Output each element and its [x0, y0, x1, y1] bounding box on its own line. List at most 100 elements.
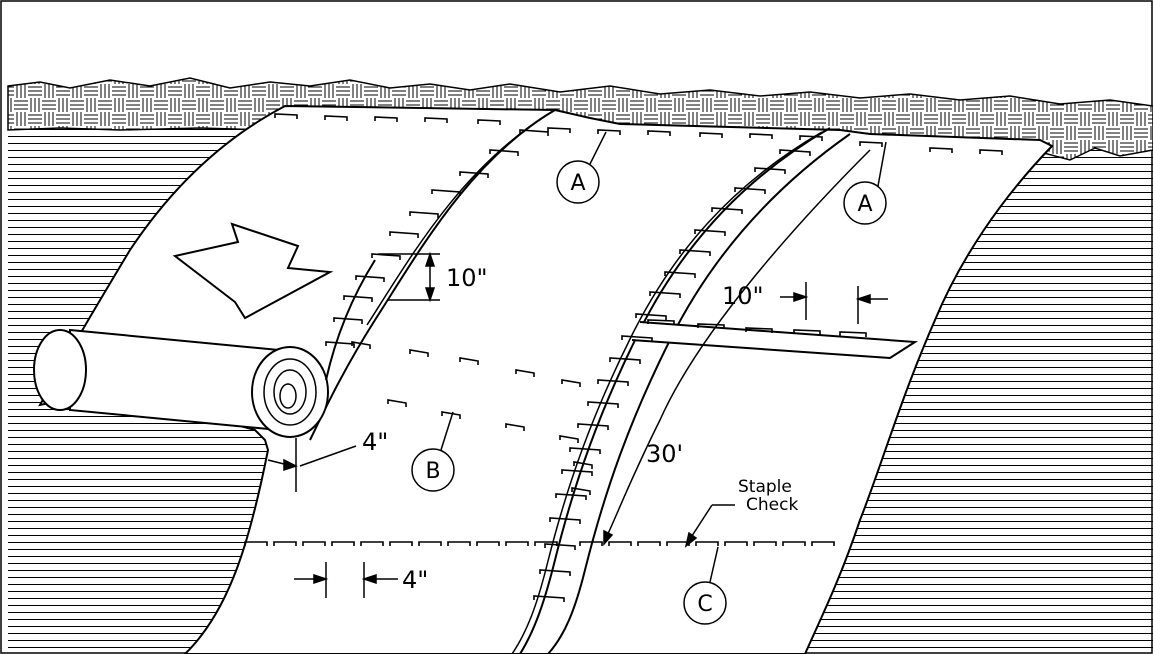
staple-mark	[753, 541, 777, 546]
staple-mark	[333, 317, 363, 324]
staple-mark	[389, 231, 419, 238]
staple-mark	[418, 541, 442, 546]
staple-mark	[647, 130, 671, 136]
staple-mark	[533, 595, 565, 602]
staple-mark	[477, 119, 501, 125]
staple-mark	[561, 379, 581, 387]
staple-mark	[608, 541, 632, 546]
direction-arrow	[172, 222, 334, 320]
staple-mark	[647, 319, 675, 325]
dim-10-vertical-label: 10"	[446, 264, 488, 292]
staple-mark	[409, 349, 429, 357]
staple-mark	[699, 132, 723, 138]
staple-mark	[695, 541, 719, 546]
staple-mark	[476, 541, 500, 546]
dim-4-edge-label: 4"	[362, 428, 388, 456]
staple-mark	[459, 357, 479, 365]
overlap-band	[631, 321, 919, 360]
staple-check-label-line2: Check	[746, 495, 798, 515]
staple-mark	[724, 541, 748, 546]
staple-mark	[839, 331, 867, 337]
dim-10-horizontal	[780, 282, 888, 324]
staple-mark	[734, 187, 766, 194]
staple-mark	[387, 399, 407, 407]
staple-mark	[664, 271, 696, 278]
staple-mark	[343, 295, 373, 302]
callout-a-left: A	[556, 131, 607, 204]
callout-b: B	[411, 411, 455, 492]
staple-mark	[745, 327, 773, 333]
staple-mark	[355, 275, 385, 282]
dim-4-spacing-label: 4"	[402, 566, 428, 594]
staple-mark	[697, 323, 725, 329]
staple-mark	[793, 329, 821, 335]
callout-a-right: A	[843, 141, 887, 225]
callout-c: C	[683, 546, 727, 625]
staple-mark	[609, 357, 641, 364]
staple-mark	[244, 541, 268, 546]
staple-mark	[489, 149, 519, 156]
dim-30-label: 30'	[646, 440, 683, 468]
staple-mark	[649, 291, 681, 298]
dim-10-vertical	[378, 251, 440, 303]
strip-edge-1b	[366, 113, 549, 326]
staple-mark	[515, 369, 535, 377]
staple-mark	[519, 129, 549, 136]
staple-mark	[555, 493, 587, 500]
staple-mark	[694, 229, 726, 236]
staple-mark	[273, 541, 297, 546]
staple-marks	[244, 113, 1003, 602]
staple-mark	[587, 401, 619, 408]
staple-mark	[579, 541, 603, 546]
staple-mark	[597, 379, 629, 386]
staple-mark	[351, 341, 371, 349]
blanket-roll	[33, 259, 376, 438]
staple-mark	[374, 116, 398, 122]
staple-mark	[577, 423, 609, 430]
staple-mark	[782, 541, 806, 546]
dim-4-edge	[267, 438, 357, 492]
staple-mark	[544, 543, 576, 550]
staple-mark	[754, 167, 786, 174]
staple-mark	[799, 135, 823, 141]
staple-check-leader	[684, 504, 735, 548]
staple-mark	[549, 517, 581, 524]
staple-check-label-line1: Staple	[738, 477, 792, 497]
dim-4-spacing	[294, 562, 398, 598]
staple-mark	[505, 423, 525, 431]
svg-text:B: B	[425, 459, 440, 484]
staple-mark	[559, 435, 579, 443]
staple-mark	[547, 127, 571, 133]
staple-mark	[679, 249, 711, 256]
staple-mark	[637, 541, 661, 546]
staple-mark	[749, 133, 773, 139]
staple-mark	[424, 117, 448, 123]
staple-mark	[979, 149, 1003, 155]
staple-mark	[505, 541, 529, 546]
svg-text:A: A	[857, 192, 872, 217]
svg-text:C: C	[697, 592, 712, 617]
staple-mark	[539, 569, 571, 576]
staple-mark	[302, 541, 326, 546]
staple-mark	[621, 335, 653, 342]
staple-mark	[534, 541, 558, 546]
staple-mark	[409, 211, 439, 218]
dim-30	[603, 149, 871, 546]
staple-mark	[389, 541, 413, 546]
staple-mark	[597, 129, 621, 135]
staple-mark	[635, 313, 667, 320]
staple-mark	[569, 447, 601, 454]
staple-mark	[331, 541, 355, 546]
staple-mark	[571, 487, 591, 495]
blanket-area	[38, 104, 1054, 654]
svg-text:A: A	[570, 171, 585, 196]
staple-mark	[360, 541, 384, 546]
staple-mark	[929, 147, 953, 153]
staple-mark	[371, 253, 401, 260]
staple-mark	[441, 411, 461, 419]
staple-mark	[431, 189, 461, 196]
staple-mark	[573, 461, 593, 469]
staple-mark	[274, 113, 298, 119]
staple-mark	[711, 207, 743, 214]
